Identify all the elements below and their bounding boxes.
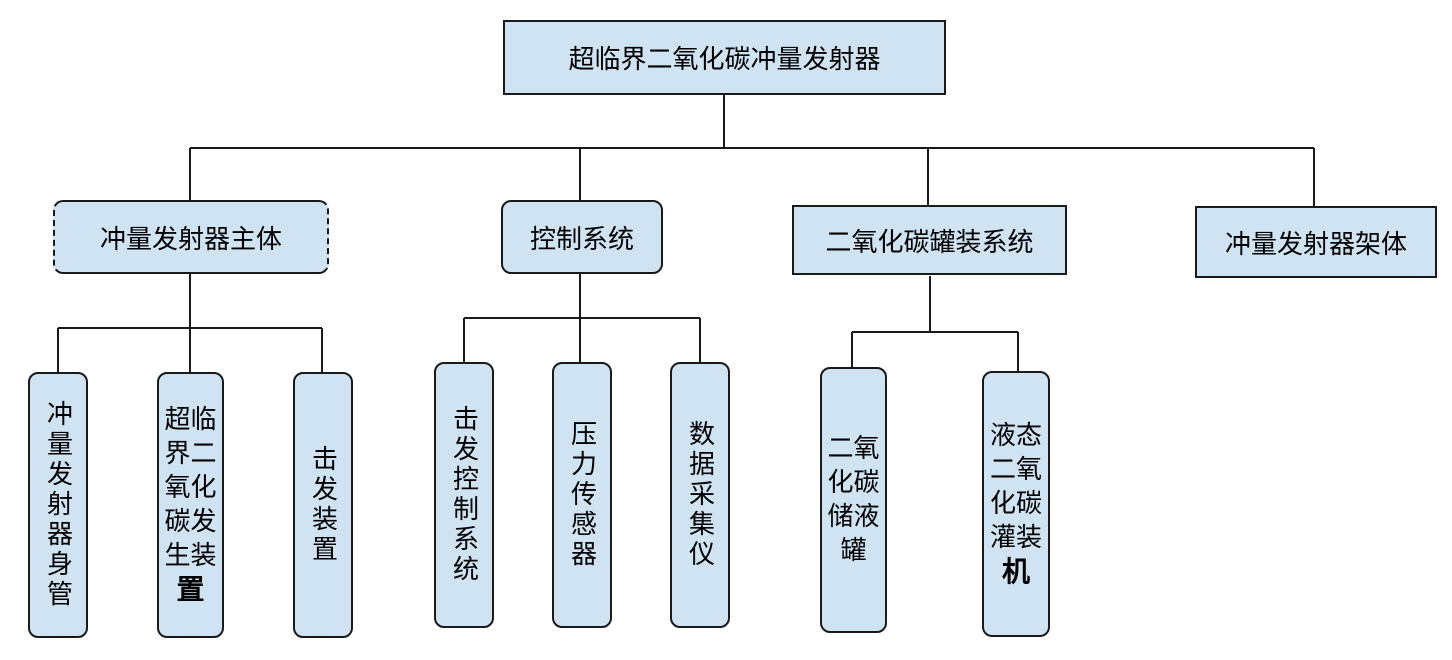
node-launcher-barrel: 冲量发射器身管 — [28, 372, 88, 638]
node-co2-generator-line5: 生装 — [164, 541, 217, 571]
node-launcher-body-label: 冲量发射器主体 — [99, 224, 282, 255]
node-launcher-body: 冲量发射器主体 — [53, 200, 329, 274]
node-firing-control: 击发控制系统 — [434, 362, 494, 628]
node-co2-generator-line1: 超临 — [164, 405, 217, 435]
node-co2-generator-line3: 氧化 — [164, 473, 217, 503]
node-launcher-frame-label: 冲量发射器架体 — [1224, 229, 1407, 260]
node-co2-generator-line2: 界二 — [164, 439, 217, 469]
node-launcher-frame: 冲量发射器架体 — [1195, 206, 1437, 278]
node-pressure-sensor: 压力传感器 — [552, 362, 612, 628]
node-launcher-barrel-label: 冲量发射器身管 — [42, 400, 73, 610]
node-co2-generator-line6: 置 — [176, 573, 205, 606]
node-data-acquisition-label: 数据采集仪 — [684, 420, 715, 570]
node-co2-filling-system-label: 二氧化碳罐装系统 — [825, 227, 1034, 258]
node-co2-filler: 液态 二氧 化碳 灌装 机 — [982, 371, 1050, 637]
node-co2-filler-line5: 机 — [1001, 555, 1030, 588]
root-label: 超临界二氧化碳冲量发射器 — [568, 45, 881, 75]
node-co2-generator-line4: 碳发 — [164, 507, 217, 537]
node-co2-filler-line2: 二氧 — [989, 455, 1042, 485]
node-co2-filler-line3: 化碳 — [989, 489, 1042, 519]
node-pressure-sensor-label: 压力传感器 — [566, 420, 597, 570]
node-co2-tank-line2: 化碳 — [827, 468, 880, 498]
node-co2-tank-line4: 罐 — [840, 536, 867, 566]
node-firing-control-label: 击发控制系统 — [448, 405, 479, 585]
node-control-system-label: 控制系统 — [529, 224, 634, 255]
node-co2-filler-line1: 液态 — [989, 421, 1042, 451]
node-firing-device-label: 击发装置 — [307, 445, 338, 565]
root-node: 超临界二氧化碳冲量发射器 — [503, 20, 946, 95]
node-co2-generator: 超临 界二 氧化 碳发 生装 置 — [157, 372, 224, 638]
node-co2-filling-system: 二氧化碳罐装系统 — [792, 205, 1067, 275]
node-co2-tank-line3: 储液 — [827, 502, 880, 532]
node-co2-tank-line1: 二氧 — [827, 434, 880, 464]
node-control-system: 控制系统 — [501, 200, 663, 274]
node-data-acquisition: 数据采集仪 — [670, 362, 730, 628]
node-co2-filler-line4: 灌装 — [989, 523, 1042, 553]
node-firing-device: 击发装置 — [293, 372, 353, 638]
node-co2-tank: 二氧 化碳 储液 罐 — [820, 367, 887, 633]
